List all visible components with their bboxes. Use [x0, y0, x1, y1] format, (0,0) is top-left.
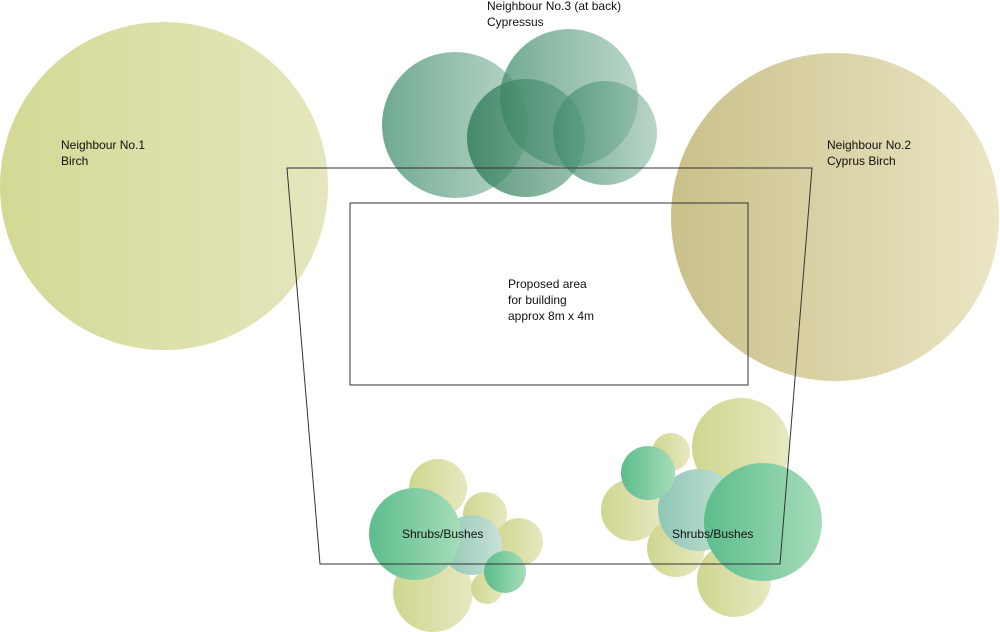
shrub — [369, 488, 461, 580]
neighbour-2-cyprus-birch-canopy — [671, 53, 999, 381]
neighbour-3-cypressus-cluster — [382, 29, 657, 198]
neighbour-1-species: Birch — [61, 154, 88, 168]
building-label: Proposed area — [508, 277, 587, 291]
building-dimensions: approx 8m x 4m — [508, 309, 594, 323]
cypressus-canopy — [553, 81, 657, 185]
shrubs-left-label: Shrubs/Bushes — [402, 527, 483, 541]
shrub — [704, 463, 822, 581]
neighbour-1-birch-canopy — [0, 22, 328, 350]
garden-boundary — [286, 167, 813, 565]
neighbour-3-species: Cypressus — [487, 15, 544, 29]
shrub — [484, 551, 526, 593]
neighbour-3-label: Neighbour No.3 (at back) — [487, 0, 621, 13]
building-label-line2: for building — [508, 293, 567, 307]
shrubs-right-label: Shrubs/Bushes — [672, 527, 753, 541]
neighbour-2-label: Neighbour No.2 — [827, 138, 911, 152]
neighbour-2-species: Cyprus Birch — [827, 154, 896, 168]
proposed-building-area — [349, 202, 749, 386]
neighbour-1-label: Neighbour No.1 — [61, 138, 145, 152]
shrubs-left-cluster — [369, 459, 543, 632]
shrubs-right-cluster — [601, 398, 822, 617]
shrub — [621, 446, 675, 500]
